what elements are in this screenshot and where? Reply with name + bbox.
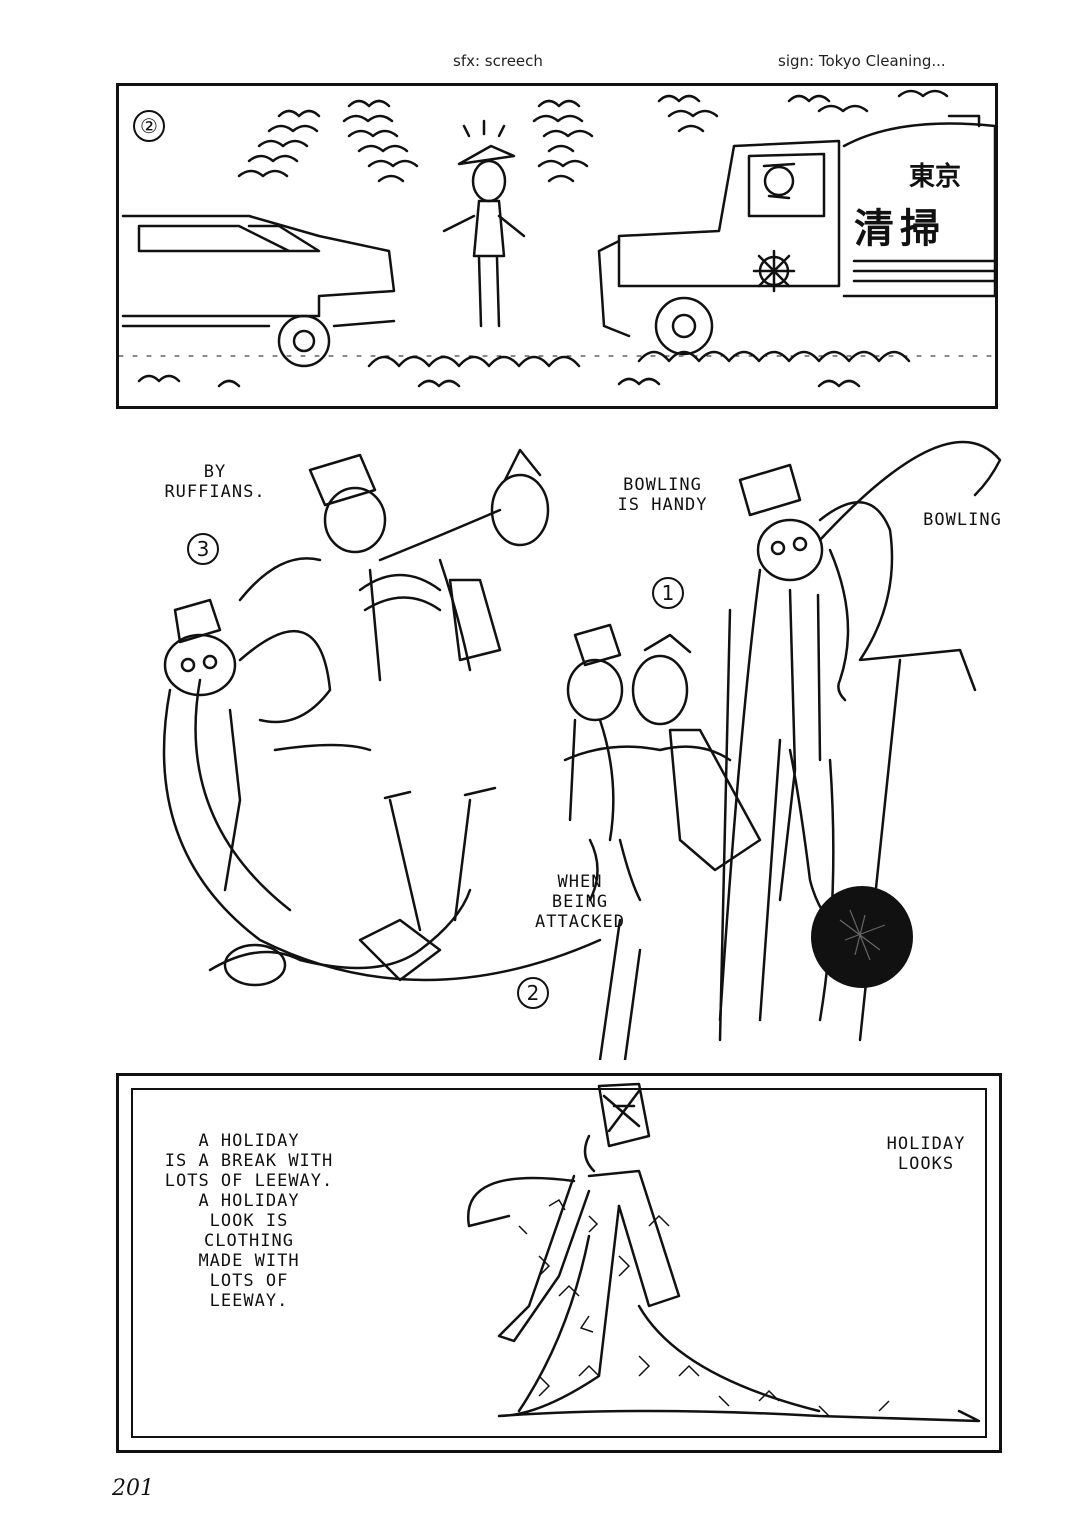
page-number: 201	[112, 1476, 154, 1501]
bottom-panel: A HOLIDAY IS A BREAK WITH LOTS OF LEEWAY…	[116, 1073, 1002, 1453]
caption-bowling: BOWLING	[923, 510, 1002, 530]
truck-sign-line1: 東京	[909, 162, 962, 192]
caption-bowling-is-handy: BOWLING IS HANDY	[617, 475, 708, 515]
step-number-2: 2	[517, 977, 549, 1009]
panel-number-badge: ②	[133, 110, 165, 142]
bottom-panel-inner-frame	[131, 1088, 987, 1438]
step-number-3: 3	[187, 533, 219, 565]
caption-when-being-attacked: WHEN BEING ATTACKED	[535, 872, 625, 932]
caption-holiday-looks: HOLIDAY LOOKS	[886, 1134, 966, 1174]
sfx-note: sfx: screech	[453, 52, 543, 70]
top-panel: ② 東京 清掃	[116, 83, 998, 409]
holiday-look-figure-illustration	[466, 1082, 981, 1423]
truck-sign-line2: 清掃	[854, 205, 946, 252]
caption-holiday-definition: A HOLIDAY IS A BREAK WITH LOTS OF LEEWAY…	[164, 1131, 334, 1311]
step-number-1: 1	[652, 577, 684, 609]
bowling-figures-illustration	[162, 440, 1002, 1060]
bowling-defense-section: BY RUFFIANS. BOWLING IS HANDY BOWLING WH…	[0, 420, 1080, 1060]
caption-by-ruffians: BY RUFFIANS.	[164, 462, 266, 502]
sign-note: sign: Tokyo Cleaning...	[778, 52, 946, 70]
street-scene-illustration	[119, 89, 995, 388]
